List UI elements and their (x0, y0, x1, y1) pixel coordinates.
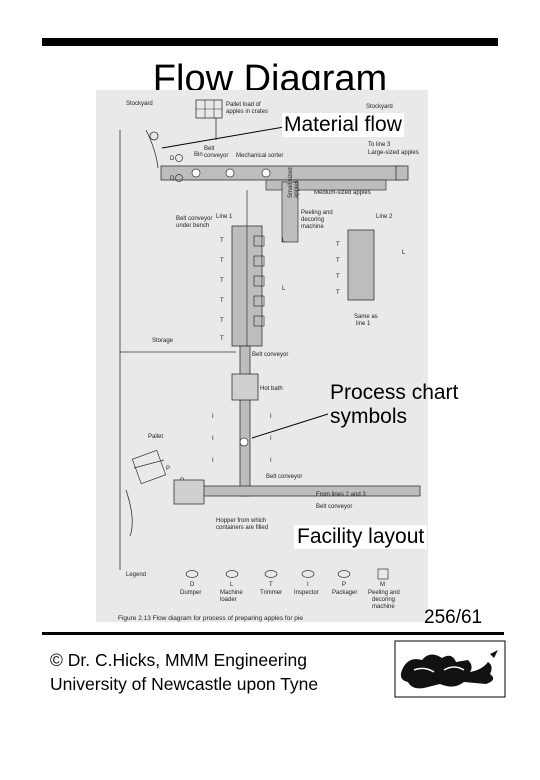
svg-text:M: M (380, 582, 385, 588)
label-medium-apples: Medium-sized apples (314, 190, 371, 196)
svg-text:L: L (282, 286, 286, 292)
svg-text:I: I (307, 582, 309, 588)
svg-text:Inspector: Inspector (294, 590, 319, 596)
svg-text:I: I (212, 436, 214, 442)
label-pallet-load-2: apples in crates (226, 109, 268, 115)
callout-material-flow: Material flow (282, 113, 404, 137)
svg-text:T: T (336, 258, 340, 264)
label-mechanical-sorter: Mechanical sorter (236, 153, 283, 159)
line1-machines (253, 235, 265, 327)
svg-text:I: I (270, 458, 272, 464)
svg-text:Dumper: Dumper (180, 590, 201, 596)
svg-text:P: P (342, 582, 346, 588)
footer-line1: © Dr. C.Hicks, MMM Engineering (50, 650, 307, 670)
label-large-apples: Large-sized apples (368, 150, 419, 156)
footer-credit: © Dr. C.Hicks, MMM Engineering Universit… (50, 648, 318, 696)
svg-text:T: T (269, 582, 273, 588)
svg-text:Peeling and: Peeling and (368, 590, 400, 596)
svg-text:Machine: Machine (220, 590, 243, 596)
label-belt-conveyor-mid: Belt conveyor (252, 352, 288, 358)
top-rule (42, 38, 498, 46)
label-small-apples-2: apples (294, 180, 300, 198)
label-line2: Line 2 (376, 214, 393, 220)
university-crest-logo (394, 640, 506, 698)
svg-text:D: D (170, 156, 175, 162)
svg-text:T: T (220, 336, 224, 342)
svg-text:L: L (230, 582, 234, 588)
callout-process-chart-symbols: Process chart symbols (330, 381, 458, 429)
label-same-as: Same as (354, 314, 378, 320)
label-peeling: Peeling and (301, 210, 333, 216)
bottom-rule (42, 632, 504, 635)
label-stockyard-left: Stockyard (126, 101, 153, 107)
callout-process-line1: Process chart (330, 381, 459, 404)
svg-text:machine: machine (372, 604, 395, 610)
line2-conveyor (347, 229, 375, 301)
label-storage: Storage (152, 338, 174, 344)
svg-text:T: T (336, 242, 340, 248)
svg-text:D: D (190, 582, 195, 588)
label-line1: Line 1 (216, 214, 233, 220)
label-small-apples: Small sized (288, 167, 294, 198)
svg-text:T: T (336, 274, 340, 280)
legend-symbols (185, 568, 389, 580)
svg-text:T: T (220, 258, 224, 264)
svg-text:I: I (270, 414, 272, 420)
svg-text:T: T (220, 278, 224, 284)
label-stockyard-right: Stockyard (366, 104, 393, 110)
footer-line2: University of Newcastle upon Tyne (50, 674, 319, 694)
label-hot-bath: Hot bath (260, 386, 283, 392)
label-legend: Legend (126, 572, 146, 578)
svg-text:P: P (166, 466, 170, 472)
flow-diagram-drawing: Stockyard Pallet load of apples in crate… (118, 99, 421, 622)
svg-text:I: I (270, 436, 272, 442)
label-peeling-3: machine (301, 224, 324, 230)
label-belt-conveyor-bottom: Belt conveyor (316, 504, 352, 510)
callout-facility-layout: Facility layout (294, 525, 428, 549)
svg-text:T: T (220, 238, 224, 244)
label-pallet: Pallet (148, 434, 163, 440)
svg-text:Trimmer: Trimmer (260, 590, 282, 596)
label-same-as-2: line 1 (356, 321, 371, 327)
svg-text:Packager: Packager (332, 590, 357, 596)
page-number: 256/61 (424, 607, 483, 628)
svg-text:I: I (212, 458, 214, 464)
label-belt-conveyor-low: Belt conveyor (266, 474, 302, 480)
label-pallet-load: Pallet load of (226, 102, 261, 108)
label-belt-conveyor-top: Belt (204, 146, 215, 152)
svg-text:L: L (402, 250, 406, 256)
label-hopper-2: containers are filled (216, 525, 268, 531)
label-bin: Bin (194, 152, 203, 158)
svg-text:T: T (220, 298, 224, 304)
svg-text:L: L (282, 238, 286, 244)
callout-process-line2: symbols (330, 405, 408, 428)
svg-text:T: T (220, 318, 224, 324)
label-hopper: Hopper from which (216, 518, 266, 524)
label-from-lines: From lines 2 and 3 (316, 492, 366, 498)
label-belt-conveyor-top-2: conveyor (204, 153, 228, 159)
figure-caption: Figure 2.13 Flow diagram for process of … (118, 615, 303, 622)
svg-text:decoring: decoring (372, 597, 395, 603)
svg-text:D: D (170, 176, 175, 182)
label-peeling-2: decoring (301, 217, 324, 223)
svg-text:T: T (336, 290, 340, 296)
line1-trimmers: T T T T T T (220, 238, 224, 342)
hot-bath (231, 373, 259, 401)
svg-text:I: I (212, 414, 214, 420)
svg-text:loader: loader (220, 597, 237, 603)
label-belt-under: Belt conveyor (176, 216, 212, 222)
label-belt-under-2: under bench (176, 223, 209, 229)
label-to-line3: To line 3 (368, 142, 391, 148)
